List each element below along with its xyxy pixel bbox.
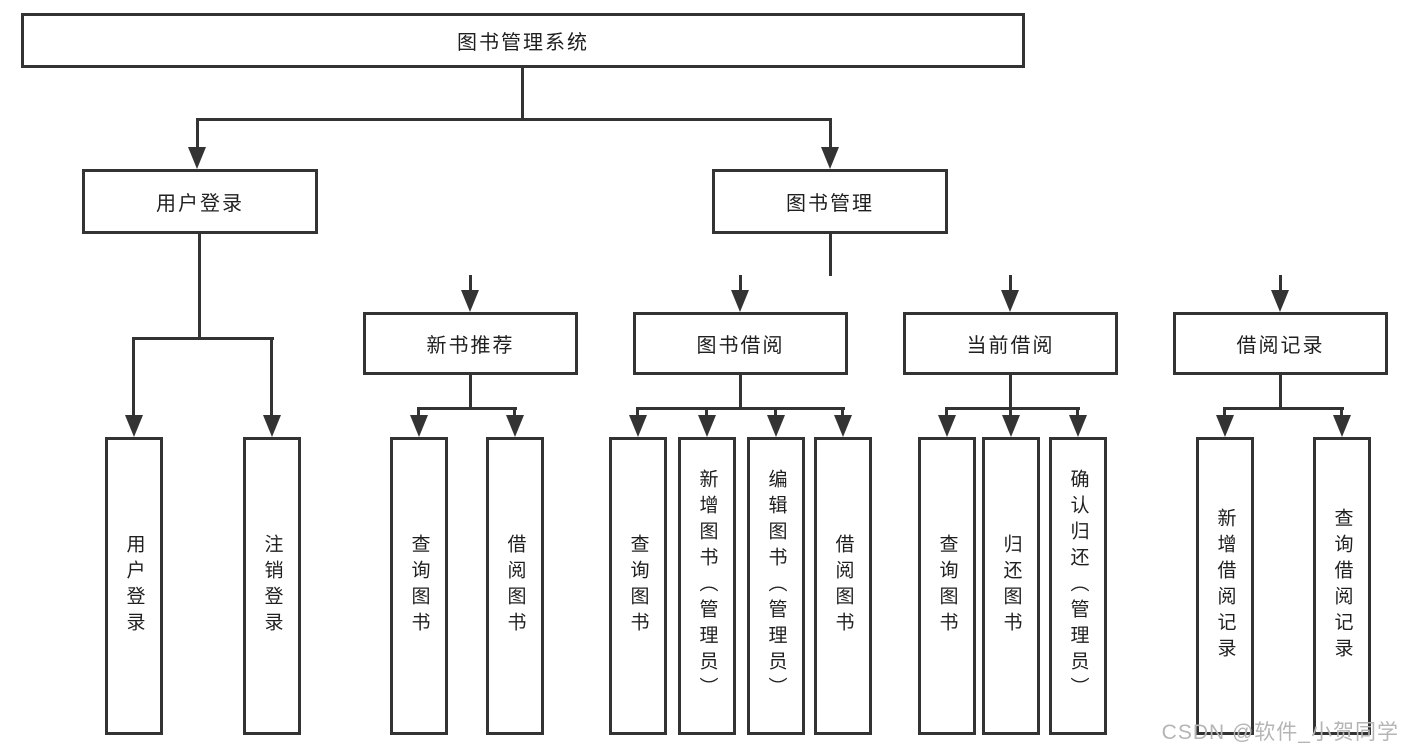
- node-library-management-system: 图书管理系统: [21, 13, 1025, 68]
- connector-line: [469, 375, 472, 410]
- connector-line: [417, 407, 517, 410]
- connector-line: [636, 407, 845, 410]
- connector-line: [270, 339, 273, 415]
- arrowhead-icon: [188, 147, 206, 169]
- arrowhead-icon: [461, 290, 479, 312]
- connector-line: [1009, 375, 1012, 410]
- arrowhead-icon: [1069, 415, 1087, 437]
- connector-line: [198, 234, 201, 340]
- connector-line: [132, 337, 274, 340]
- leaf-query-books-recommend: 查询图书: [390, 437, 448, 735]
- leaf-query-books-borrowing: 查询图书: [609, 437, 667, 735]
- connector-line: [1279, 275, 1282, 291]
- arrowhead-icon: [263, 415, 281, 437]
- arrowhead-icon: [731, 290, 749, 312]
- connector-line: [705, 409, 708, 417]
- leaf-logout: 注销登录: [243, 437, 301, 735]
- arrowhead-icon: [834, 415, 852, 437]
- connector-line: [945, 409, 948, 417]
- arrowhead-icon: [1002, 415, 1020, 437]
- arrowhead-icon: [767, 415, 785, 437]
- node-new-book-recommendation: 新书推荐: [363, 312, 578, 375]
- node-current-borrowing: 当前借阅: [903, 312, 1118, 375]
- connector-line: [945, 407, 1080, 410]
- connector-line: [196, 118, 832, 121]
- connector-line: [469, 275, 472, 291]
- connector-line: [774, 409, 777, 417]
- connector-line: [1340, 409, 1343, 417]
- node-borrowing-records: 借阅记录: [1173, 312, 1388, 375]
- leaf-confirm-return-admin: 确认归还（管理员）: [1049, 437, 1107, 735]
- connector-line: [1223, 407, 1344, 410]
- connector-line: [1076, 409, 1079, 417]
- arrowhead-icon: [410, 415, 428, 437]
- connector-line: [1009, 275, 1012, 291]
- leaf-edit-book-admin: 编辑图书（管理员）: [747, 437, 805, 735]
- connector-line: [739, 375, 742, 410]
- node-book-management: 图书管理: [712, 169, 948, 234]
- arrowhead-icon: [1333, 415, 1351, 437]
- connector-line: [829, 120, 832, 148]
- arrowhead-icon: [1216, 415, 1234, 437]
- arrowhead-icon: [506, 415, 524, 437]
- leaf-add-book-admin: 新增图书（管理员）: [678, 437, 736, 735]
- arrowhead-icon: [629, 415, 647, 437]
- arrowhead-icon: [938, 415, 956, 437]
- node-user-login: 用户登录: [82, 169, 318, 234]
- leaf-add-borrow-record: 新增借阅记录: [1196, 437, 1254, 735]
- node-book-borrowing: 图书借阅: [633, 312, 848, 375]
- leaf-borrow-books-borrowing: 借阅图书: [814, 437, 872, 735]
- connector-line: [829, 234, 832, 276]
- connector-line: [739, 275, 742, 291]
- connector-line: [1009, 409, 1012, 417]
- leaf-borrow-books-recommend: 借阅图书: [486, 437, 544, 735]
- connector-line: [132, 339, 135, 415]
- leaf-query-books-current: 查询图书: [918, 437, 976, 735]
- connector-line: [513, 409, 516, 417]
- leaf-query-borrow-record: 查询借阅记录: [1313, 437, 1371, 735]
- connector-line: [417, 409, 420, 417]
- connector-line: [196, 120, 199, 148]
- arrowhead-icon: [125, 415, 143, 437]
- connector-line: [521, 68, 524, 120]
- connector-line: [1223, 409, 1226, 417]
- arrowhead-icon: [1001, 290, 1019, 312]
- arrowhead-icon: [821, 147, 839, 169]
- csdn-watermark: CSDN @软件_小贺同学: [1161, 721, 1399, 744]
- connector-line: [636, 409, 639, 417]
- arrowhead-icon: [1271, 290, 1289, 312]
- connector-line: [1279, 375, 1282, 410]
- leaf-return-book: 归还图书: [982, 437, 1040, 735]
- arrowhead-icon: [698, 415, 716, 437]
- leaf-user-login: 用户登录: [105, 437, 163, 735]
- connector-line: [841, 409, 844, 417]
